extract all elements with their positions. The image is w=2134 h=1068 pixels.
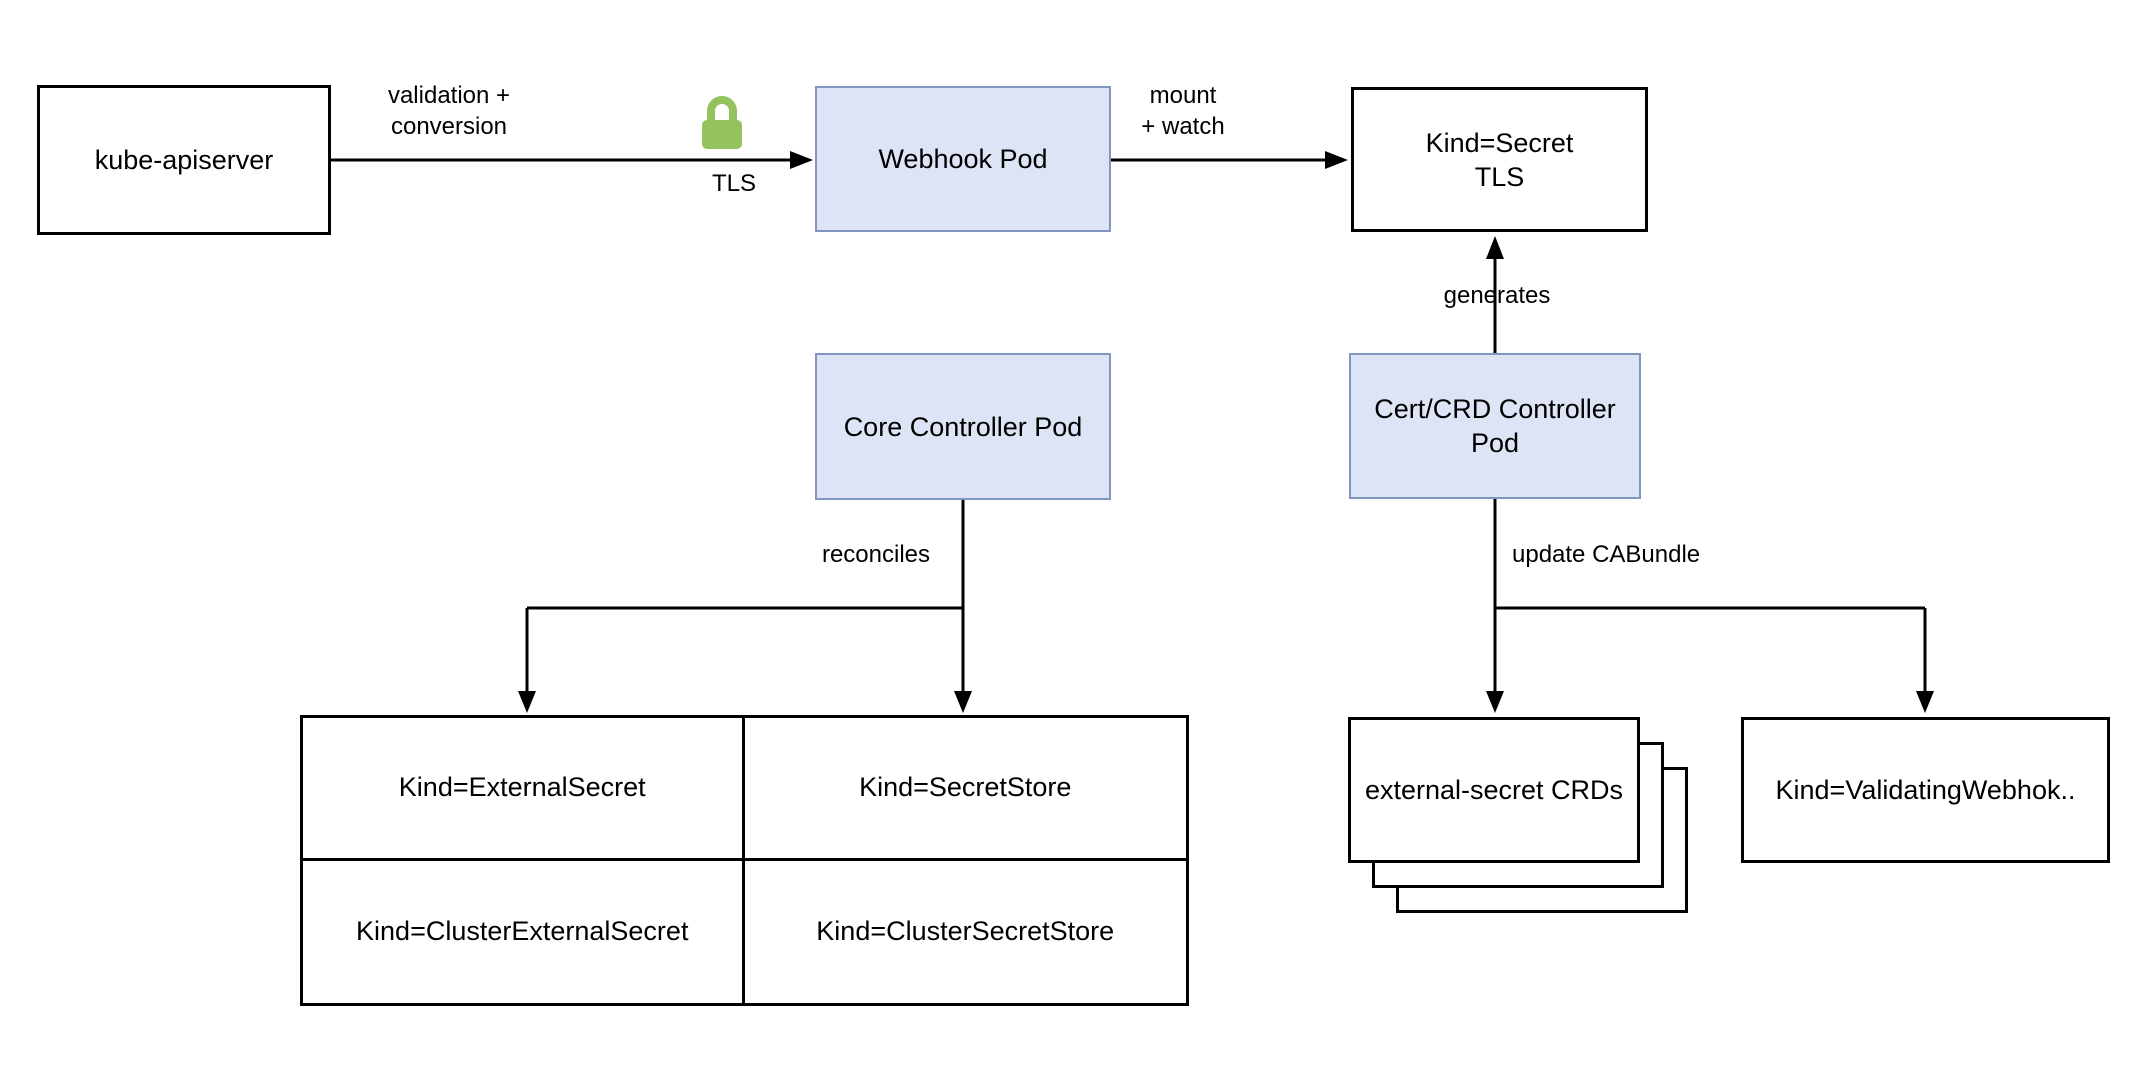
edge-label-tls: TLS	[711, 170, 756, 197]
table-cell-clusterexternalsecret: Kind=ClusterExternalSecret	[303, 860, 745, 1003]
edge-core-reconciles-branch	[518, 500, 972, 713]
external-secret-crds-label: external-secret CRDs	[1364, 775, 1624, 805]
webhook-pod-node: Webhook Pod	[815, 86, 1111, 232]
edge-apiserver-to-webhook	[331, 151, 813, 169]
validating-webhook-label: Kind=ValidatingWebhok..	[1775, 775, 2076, 805]
kube-apiserver-label: kube-apiserver	[94, 145, 274, 175]
validating-webhook-node: Kind=ValidatingWebhok..	[1741, 717, 2110, 863]
webhook-pod-label: Webhook Pod	[878, 144, 1048, 174]
lock-icon	[702, 96, 742, 149]
cert-crd-controller-pod-label-line1: Cert/CRD Controller	[1374, 394, 1616, 424]
core-controller-pod-label: Core Controller Pod	[843, 411, 1083, 442]
edge-label-generates: generates	[1443, 282, 1551, 309]
table-cell-secretstore: Kind=SecretStore	[744, 718, 1186, 861]
secret-tls-label-line1: Kind=Secret	[1425, 127, 1574, 158]
table-cell-clustersecretstore: Kind=ClusterSecretStore	[816, 916, 1115, 947]
external-secret-crds-node: external-secret CRDs	[1348, 717, 1640, 863]
edge-label-validation-conversion: validation + conversion	[387, 82, 511, 140]
secret-tls-label-line2: TLS	[1474, 161, 1525, 192]
secret-tls-node: Kind=Secret TLS	[1351, 87, 1648, 232]
edge-label-update-cabundle: update CABundle	[1512, 541, 1701, 568]
cert-crd-controller-pod-node: Cert/CRD Controller Pod	[1349, 353, 1641, 499]
table-cell-externalsecret: Kind=ExternalSecret	[303, 718, 745, 861]
crd-kinds-table: Kind=ExternalSecret Kind=SecretStore Kin…	[300, 715, 1189, 1006]
edge-label-mount-watch: mount + watch	[1141, 82, 1225, 140]
cert-crd-controller-pod-label-line2: Pod	[1470, 428, 1520, 458]
kube-apiserver-node: kube-apiserver	[37, 85, 331, 235]
core-controller-pod-node: Core Controller Pod	[815, 353, 1111, 500]
edge-certcrd-update-branch	[1486, 499, 1934, 713]
edge-label-reconciles: reconciles	[821, 541, 931, 568]
edge-webhook-to-secret	[1107, 151, 1348, 169]
